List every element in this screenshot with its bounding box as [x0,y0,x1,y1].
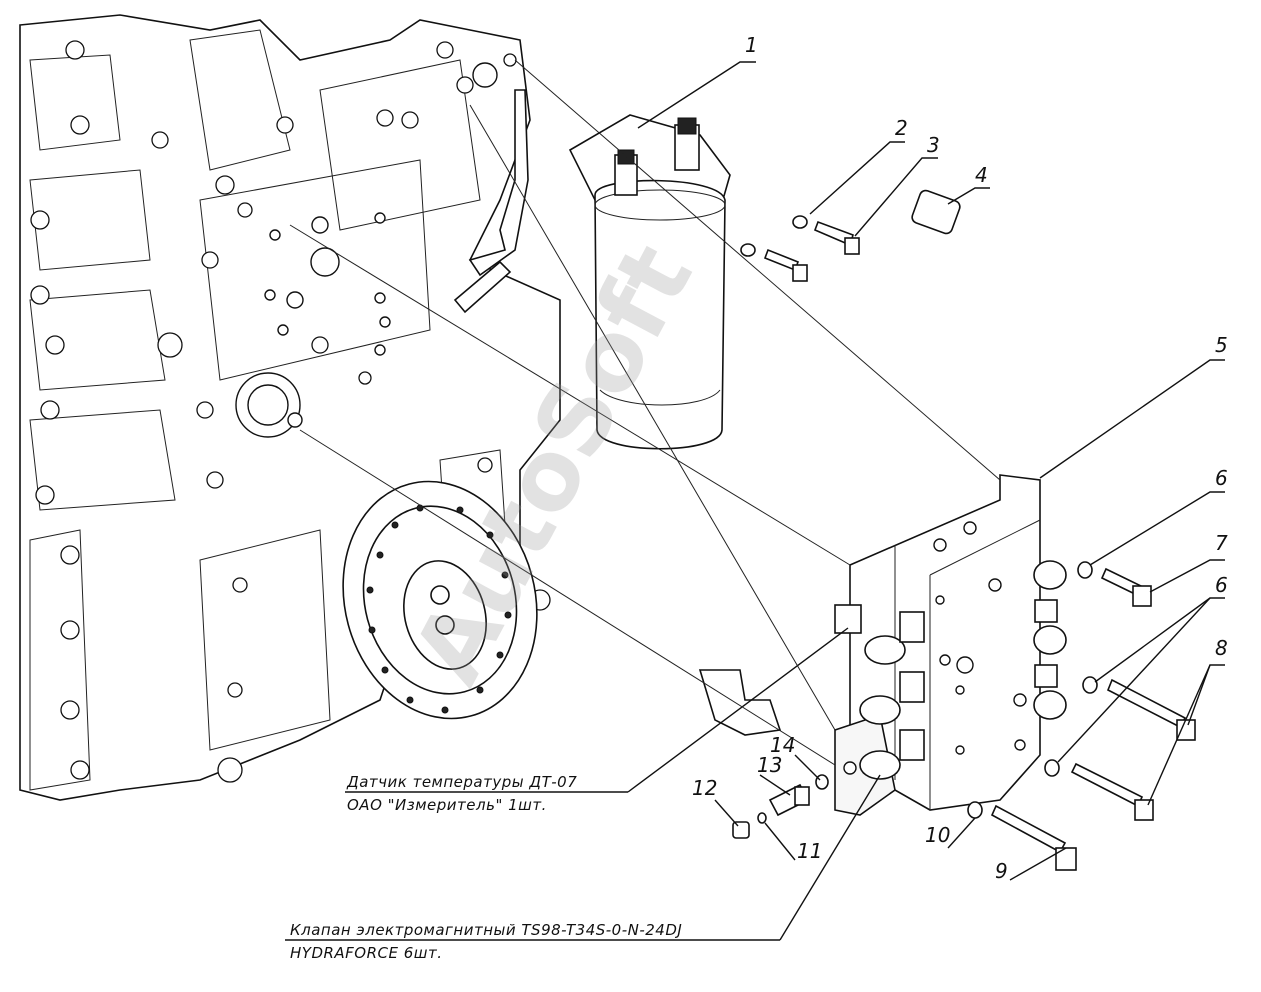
callout-14: 14 [770,733,795,757]
valve-caption-line1: Клапан электромагнитный TS98-T34S-0-N-24… [290,921,682,939]
valve-caption-line2: HYDRAFORCE 6шт. [290,944,443,962]
temperature-sensor [614,117,700,196]
callout-6a: 6 [1215,466,1228,490]
sensor-caption-line1: Датчик температуры ДТ-07 [346,773,577,791]
sensor-caption-line2: ОАО "Измеритель" 1шт. [347,796,547,814]
callout-10: 10 [925,823,950,847]
callout-11: 11 [797,839,822,863]
callout-numbers: 1 2 3 4 5 6 7 6 8 9 10 11 12 13 14 [692,33,1228,883]
callout-5: 5 [1215,333,1228,357]
fitting-parts [732,774,829,839]
block-fasteners [967,561,1196,871]
callout-7: 7 [1215,531,1228,555]
callout-6b: 6 [1215,573,1228,597]
callout-2: 2 [895,116,908,140]
callout-3: 3 [927,133,940,157]
valve-block [834,474,1067,816]
solenoid-valves [834,560,1067,780]
filter-bolts [740,215,860,282]
oil-filter [568,114,731,450]
leader-lines [285,59,1225,941]
callout-8: 8 [1215,636,1228,660]
hydraulic-hose [696,189,976,736]
callout-12: 12 [692,776,717,800]
callout-9: 9 [995,859,1008,883]
output-flange [342,480,538,720]
callout-1: 1 [745,33,758,57]
callout-4: 4 [975,163,988,187]
captions: Датчик температуры ДТ-07 ОАО "Измеритель… [290,773,682,962]
callout-13: 13 [757,753,782,777]
